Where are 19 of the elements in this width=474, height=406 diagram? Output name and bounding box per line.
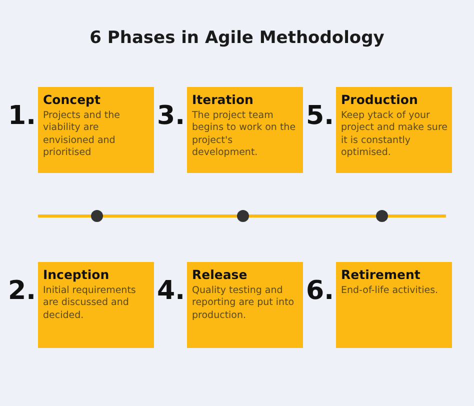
phase-description: Keep ytack of your project and make sure it is constantly optimised. xyxy=(341,110,448,160)
phase-description: Projects and the viability are envisioned and prioritised xyxy=(43,110,121,160)
phase-heading: Release xyxy=(192,267,248,282)
phase-heading: Production xyxy=(341,92,419,107)
phase-heading: Concept xyxy=(43,92,102,107)
step-number: 3. xyxy=(157,103,185,129)
phase-heading: Iteration xyxy=(192,92,254,107)
phase-description: Quality testing and reporting are put into production. xyxy=(192,285,296,322)
step-number: 6. xyxy=(306,278,334,304)
phase-description: End-of-life activities. xyxy=(341,285,440,298)
phase-description: Initial requirements are discussed and decided. xyxy=(43,285,137,322)
phase-heading: Retirement xyxy=(341,267,422,282)
step-number: 2. xyxy=(8,278,36,304)
step-number: 5. xyxy=(306,103,334,129)
phase-description: The project team begins to work on the project's development. xyxy=(192,110,297,160)
phase-heading: Inception xyxy=(43,267,110,282)
step-number: 4. xyxy=(157,278,185,304)
step-number: 1. xyxy=(8,103,36,129)
title: 6 Phases in Agile Methodology xyxy=(88,28,386,48)
